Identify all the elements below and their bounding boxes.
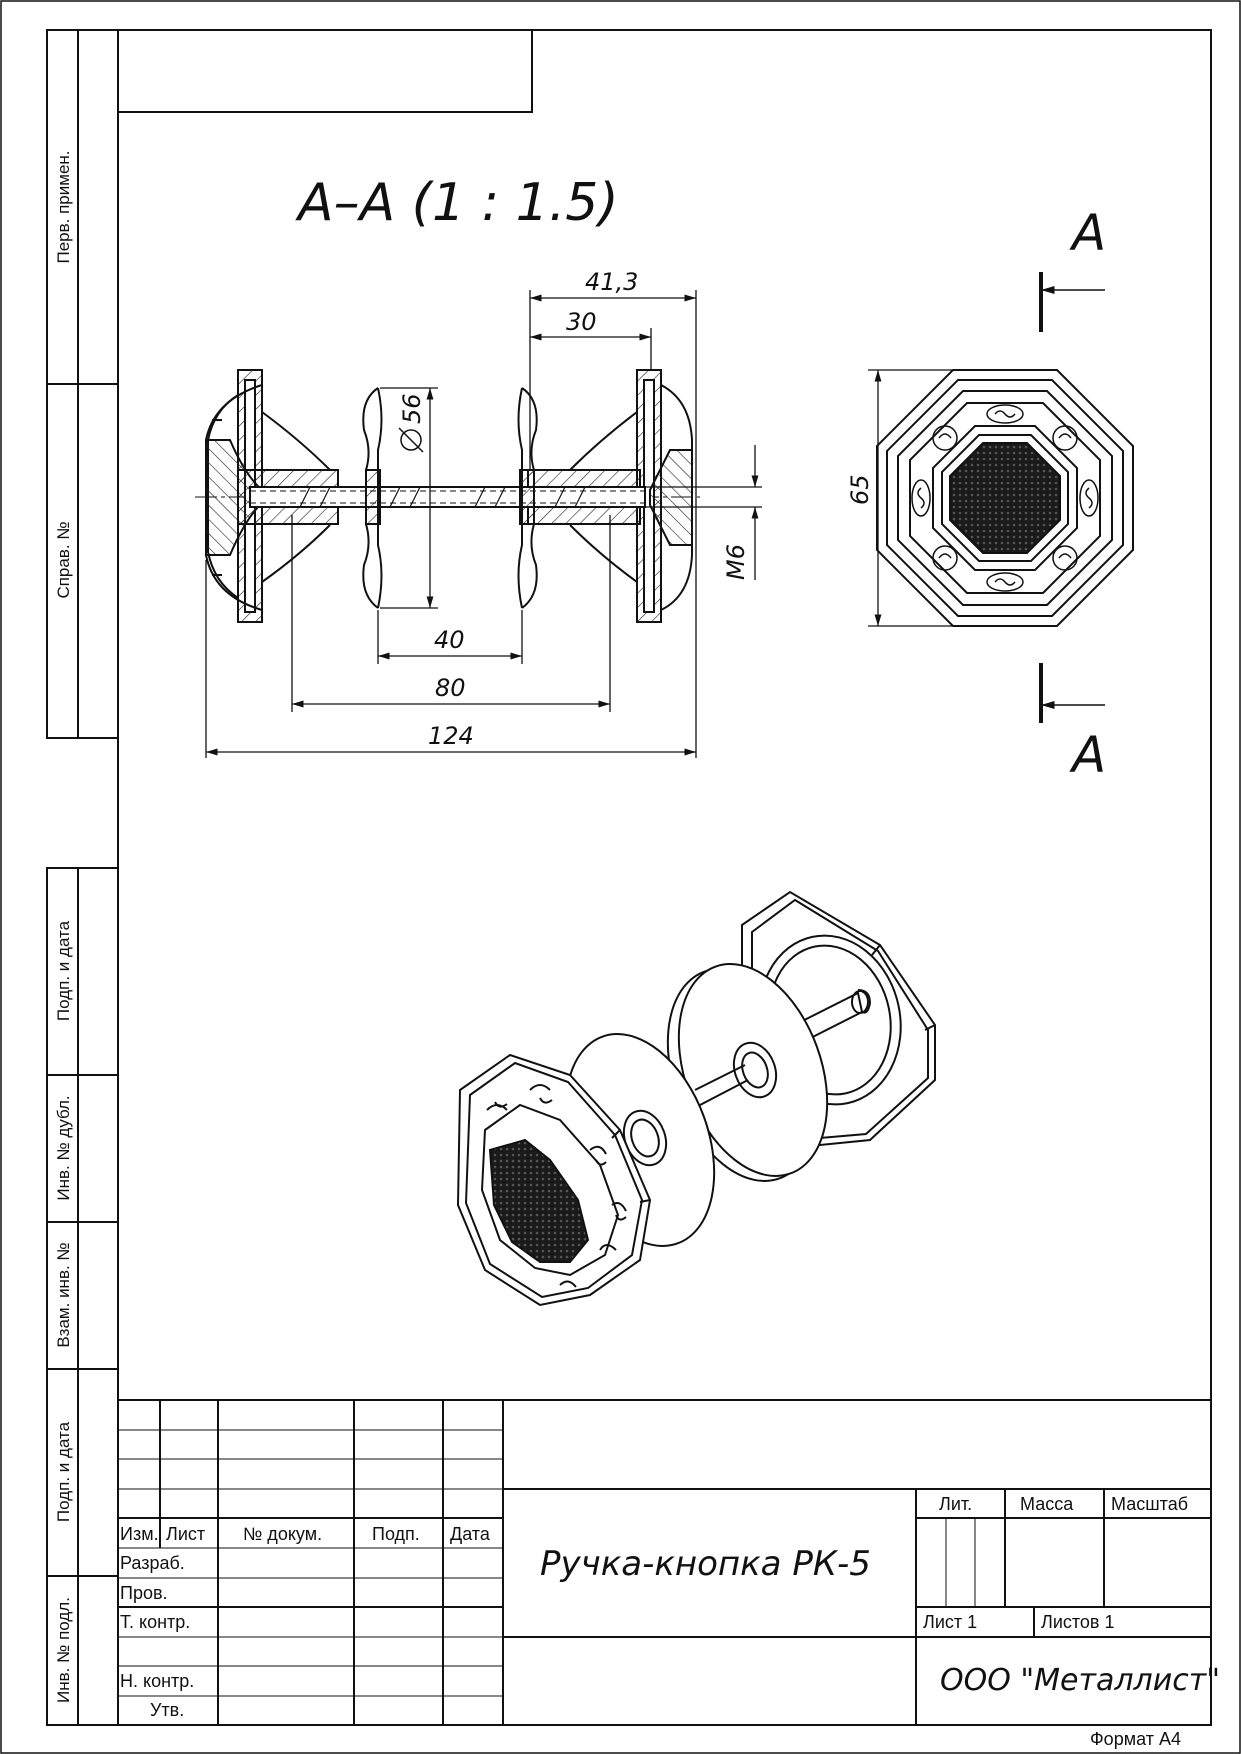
row-tkontr: Т. контр. bbox=[120, 1612, 190, 1632]
row-utv: Утв. bbox=[150, 1700, 184, 1720]
threaded-rod bbox=[249, 486, 646, 508]
section-title: A–A (1 : 1.5) bbox=[295, 173, 619, 233]
vzam-inv-label: Взам. инв. № bbox=[54, 1242, 73, 1347]
isometric-view bbox=[456, 890, 936, 1307]
row-prov: Пров. bbox=[120, 1583, 168, 1603]
inv-podl-label: Инв. № подл. bbox=[54, 1597, 73, 1703]
cut-label-top: A bbox=[1069, 204, 1106, 262]
cut-mark-bottom bbox=[1039, 663, 1105, 723]
podp-data-top-label: Подп. и дата bbox=[54, 920, 73, 1021]
col-list: Лист bbox=[166, 1524, 205, 1544]
podp-data-bottom-label: Подп. и дата bbox=[54, 1421, 73, 1522]
col-podp: Подп. bbox=[372, 1524, 420, 1544]
iso-knob bbox=[456, 1053, 652, 1307]
section-view bbox=[195, 369, 700, 623]
dim-m6: M6 bbox=[722, 544, 750, 580]
sprav-no-label: Справ. № bbox=[54, 521, 73, 598]
dim-30: 30 bbox=[566, 308, 597, 336]
product-name: Ручка-кнопка РК-5 bbox=[540, 1544, 871, 1584]
title-block-labels: Изм. Лист № докум. Подп. Дата Разраб. Пр… bbox=[120, 1494, 1188, 1720]
col-doc: № докум. bbox=[243, 1524, 322, 1544]
dimensions bbox=[205, 290, 960, 758]
side-stamp-labels: Перв. примен. Справ. № Подп. и дата Инв.… bbox=[54, 150, 73, 1702]
col-date: Дата bbox=[450, 1524, 491, 1544]
inv-dubl-label: Инв. № дубл. bbox=[54, 1095, 73, 1200]
left-rose-section bbox=[362, 387, 383, 609]
sheets-label: Листов 1 bbox=[1041, 1612, 1115, 1632]
lit-label: Лит. bbox=[939, 1494, 972, 1514]
col-izm: Изм. bbox=[120, 1524, 159, 1544]
company-name: ООО "Металлист" bbox=[940, 1663, 1220, 1698]
row-razrab: Разраб. bbox=[120, 1553, 185, 1573]
side-stamp bbox=[46, 29, 119, 1726]
title-block bbox=[118, 1399, 1211, 1725]
massa-label: Масса bbox=[1020, 1494, 1074, 1514]
cut-mark-top bbox=[1039, 272, 1105, 332]
dim-41-3: 41,3 bbox=[585, 268, 638, 296]
front-view bbox=[876, 369, 1134, 627]
dim-diameter-56: 56 bbox=[398, 393, 426, 453]
dim-40: 40 bbox=[434, 626, 465, 654]
dim-80: 80 bbox=[435, 674, 466, 702]
perv-primen-label: Перв. примен. bbox=[54, 150, 73, 263]
sheet-label: Лист 1 bbox=[923, 1612, 977, 1632]
row-nkontr: Н. контр. bbox=[120, 1671, 194, 1691]
right-rose-section bbox=[517, 387, 538, 609]
format-label: Формат А4 bbox=[1090, 1729, 1181, 1749]
right-knob-section bbox=[527, 369, 693, 623]
ornament-marks bbox=[911, 404, 1099, 592]
dim-124: 124 bbox=[428, 722, 474, 750]
cut-label-bottom: A bbox=[1069, 726, 1106, 784]
masshtab-label: Масштаб bbox=[1111, 1494, 1188, 1514]
dimension-labels: 41,3 30 56 M6 40 80 124 65 bbox=[398, 268, 874, 750]
dim-65: 65 bbox=[846, 474, 874, 505]
dim-56-value: 56 bbox=[398, 393, 426, 424]
